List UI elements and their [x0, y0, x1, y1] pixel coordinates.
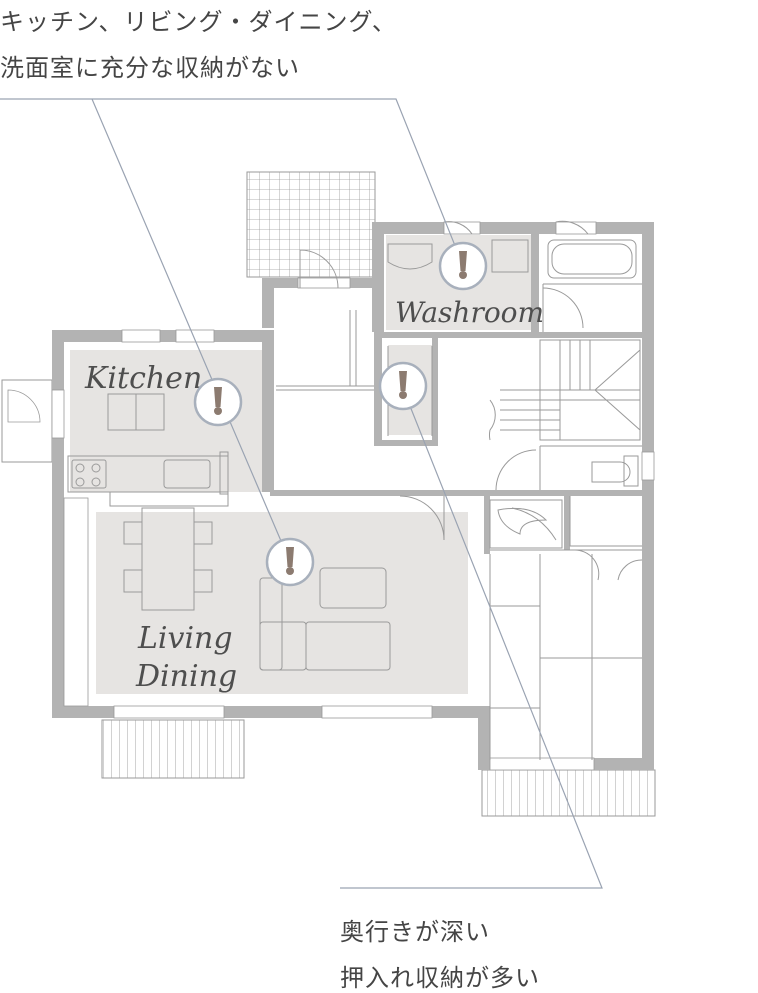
room-label-living: Living — [137, 621, 233, 656]
caption-bottom-line-1: 奥行きが深い — [340, 918, 490, 946]
warning-marker-closet — [378, 361, 428, 411]
caption-bottom-line-2: 押入れ収納が多い — [340, 964, 540, 992]
entrance-tile — [246, 171, 376, 278]
caption-top-line-1: キッチン、リビング・ダイニング、 — [0, 8, 397, 36]
room-label-washroom: Washroom — [395, 296, 544, 329]
south-deck — [101, 719, 245, 779]
exclamation-icon — [399, 371, 407, 399]
windows — [51, 221, 655, 771]
warning-marker-washroom — [438, 241, 488, 291]
warning-marker-living — [265, 537, 315, 587]
room-label-kitchen: Kitchen — [84, 361, 202, 396]
leader-bottom — [340, 385, 603, 889]
east-deck — [481, 769, 656, 817]
exclamation-icon — [286, 547, 294, 575]
exclamation-icon — [214, 387, 222, 415]
leader-top — [0, 98, 465, 563]
caption-top-line-2: 洗面室に充分な収納がない — [0, 54, 300, 82]
leader-lines — [0, 98, 603, 889]
exterior-elements — [1, 171, 656, 817]
exclamation-icon — [459, 251, 467, 279]
warning-marker-kitchen — [193, 377, 243, 427]
interior-details — [67, 220, 643, 760]
room-label-dining: Dining — [135, 659, 237, 694]
west-storage — [1, 379, 53, 463]
